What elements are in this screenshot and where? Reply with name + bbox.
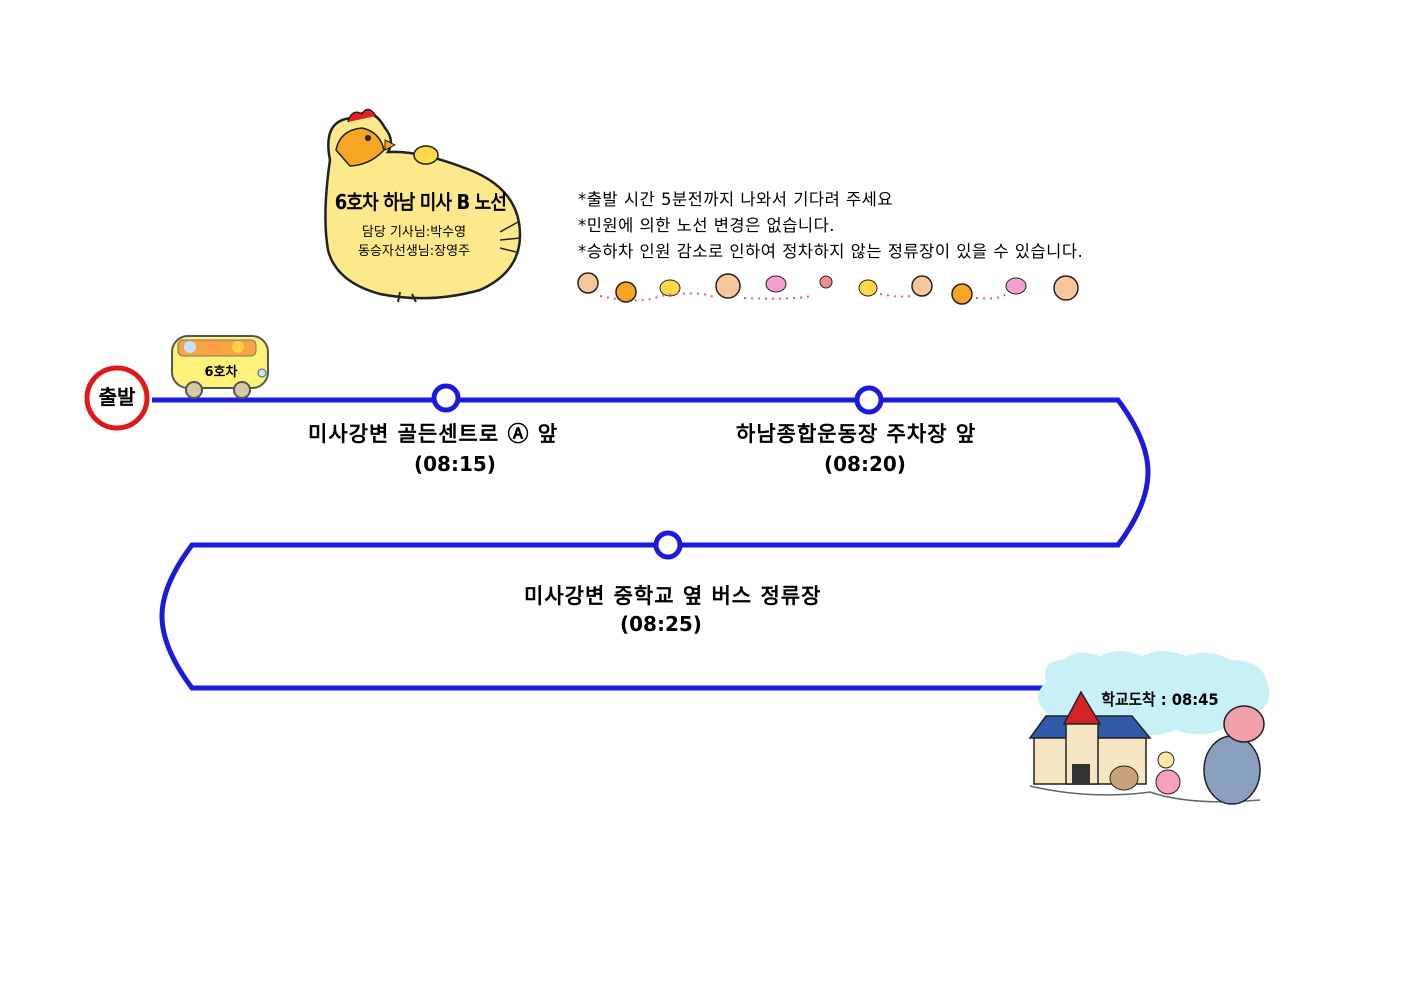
bus-icon [171,335,269,399]
teacher-label: 동승자선생님:장영주 [357,244,471,259]
route-title: 6호차 하남 미사 B 노선 [334,190,507,214]
decorative-characters [577,272,1079,305]
notice-1: *출발 시간 5분전까지 나와서 기다려 주세요 [578,190,894,209]
driver-label: 담당 기사님:박수영 [361,225,467,240]
stop-2-time: (08:20) [824,452,906,476]
stop-marker-3[interactable] [653,530,683,560]
stop-marker-1[interactable] [431,383,461,413]
stop-3-time: (08:25) [620,612,702,636]
stop-1-name: 미사강변 골든센트로 Ⓐ 앞 [308,422,559,446]
route-line [152,397,1151,691]
start-label: 출발 [98,385,136,409]
school-arrival-icon [1028,651,1270,805]
stop-2-name: 하남종합운동장 주차장 앞 [736,422,977,446]
arrival-label: 학교도착 : 08:45 [1101,690,1219,709]
notice-3: *승하차 인원 감소로 인하여 정차하지 않는 정류장이 있을 수 있습니다. [578,242,1084,261]
hen-icon [324,108,522,303]
notice-2: *민원에 의한 노선 변경은 없습니다. [578,216,835,235]
bus-label: 6호차 [204,365,238,380]
stop-3-name: 미사강변 중학교 옆 버스 정류장 [524,584,822,608]
start-marker[interactable] [84,365,150,431]
stop-1-time: (08:15) [414,452,496,476]
stop-marker-2[interactable] [854,385,884,415]
